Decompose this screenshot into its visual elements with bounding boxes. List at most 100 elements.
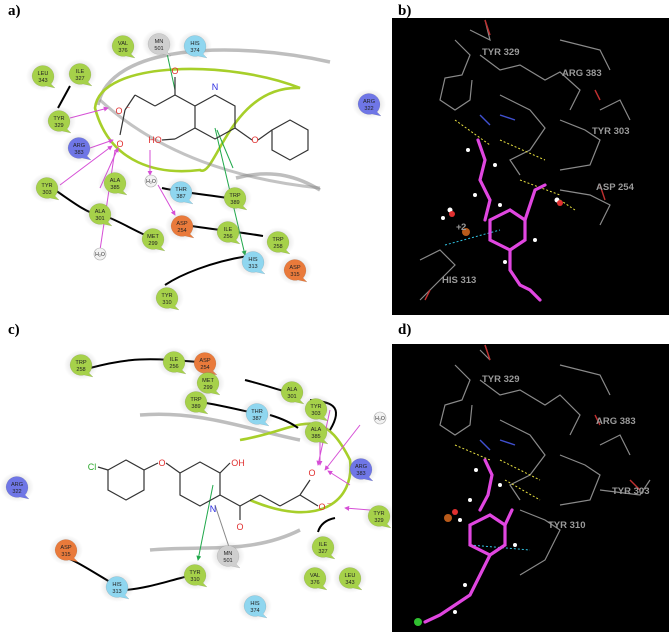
residue-shape bbox=[367, 505, 392, 529]
atom-cl: Cl bbox=[88, 462, 97, 472]
protein-sticks bbox=[419, 19, 631, 301]
panel-a-2d-diagram: O O ⁻ O N HO O H₂O H₂O VAL376MN501HIS374… bbox=[26, 29, 386, 313]
residue-shape bbox=[245, 403, 270, 427]
residue-shape bbox=[105, 576, 130, 600]
atom-n: N bbox=[212, 82, 219, 92]
residue-number: 254 bbox=[200, 365, 209, 371]
residue-shape bbox=[103, 172, 128, 196]
h-bonds-3d bbox=[454, 444, 541, 501]
label-tyr310-d: TYR 310 bbox=[548, 520, 586, 531]
residue-shape bbox=[266, 231, 291, 255]
pi-bonds-3d bbox=[444, 229, 501, 246]
atom-o: O bbox=[318, 502, 325, 512]
manganese-ion bbox=[444, 514, 452, 522]
protein-oxygens bbox=[424, 19, 606, 301]
chlorophenyl-ring bbox=[107, 459, 145, 501]
pocket-outline bbox=[96, 48, 331, 106]
residue-number: 322 bbox=[364, 106, 373, 112]
panel-b-3d-render: + 2 TYR 329 ARG 383 TYR 303 ASP 254 HIS … bbox=[392, 18, 669, 315]
label-his313-b: HIS 313 bbox=[442, 275, 476, 286]
water-a-2: H₂O bbox=[93, 247, 107, 261]
residue-number: 376 bbox=[310, 580, 319, 586]
panel-label-b: b) bbox=[398, 3, 411, 19]
residue-name: ARG bbox=[363, 99, 375, 105]
residue-name: ILE bbox=[170, 357, 179, 363]
water-c-1: H₂O bbox=[373, 411, 387, 425]
residue-name: ALA bbox=[287, 387, 298, 393]
residue-name: MET bbox=[202, 378, 214, 384]
residue-number: 258 bbox=[76, 367, 85, 373]
protein-nitrogens bbox=[479, 114, 516, 126]
residue-shape bbox=[283, 259, 308, 283]
atom-oh: OH bbox=[231, 458, 245, 468]
residue-shape bbox=[349, 458, 374, 482]
svg-text:H₂O: H₂O bbox=[146, 179, 156, 185]
residue-name: ASP bbox=[289, 265, 300, 271]
protein-sticks bbox=[439, 344, 651, 576]
residue-number: 303 bbox=[311, 411, 320, 417]
manganese-ion bbox=[462, 228, 470, 236]
residue-number: 310 bbox=[190, 577, 199, 583]
residue-number: 313 bbox=[248, 264, 257, 270]
residues-a: VAL376MN501HIS374LEU343ILE327TYR329ARG38… bbox=[26, 29, 386, 313]
residue-shape bbox=[304, 398, 329, 422]
residue-name: TYR bbox=[161, 293, 172, 299]
label-tyr303-b: TYR 303 bbox=[592, 126, 630, 137]
residue-number: 387 bbox=[176, 194, 185, 200]
residue-name: MN bbox=[155, 39, 164, 45]
residue-shape bbox=[216, 221, 241, 245]
pocket-outline bbox=[139, 412, 301, 442]
atom-o: O bbox=[171, 66, 178, 76]
residue-number: 385 bbox=[311, 434, 320, 440]
residue-shape bbox=[67, 137, 92, 161]
residue-shape bbox=[243, 595, 268, 619]
residue-shape bbox=[5, 476, 30, 500]
residue-shape bbox=[223, 187, 248, 211]
residue-number: 501 bbox=[223, 558, 232, 564]
residue-number: 299 bbox=[148, 241, 157, 247]
pocket-line bbox=[93, 67, 301, 173]
panel-label-c: c) bbox=[8, 322, 20, 338]
residue-number: 389 bbox=[191, 404, 200, 410]
residue-number: 299 bbox=[203, 385, 212, 391]
residue-shape bbox=[170, 215, 195, 239]
residue-number: 374 bbox=[190, 48, 199, 54]
render-background bbox=[392, 344, 669, 632]
residue-name: ALA bbox=[95, 209, 106, 215]
protein-oxygens bbox=[484, 344, 641, 491]
residue-shape bbox=[155, 287, 180, 311]
residue-name: THR bbox=[251, 409, 263, 415]
residue-shape bbox=[35, 177, 60, 201]
atom-n: N bbox=[210, 504, 217, 514]
residue-number: 376 bbox=[118, 48, 127, 54]
residue-name: ILE bbox=[76, 69, 85, 75]
residue-shape bbox=[183, 564, 208, 588]
residue-shape bbox=[184, 391, 209, 415]
ligand-hydrogens bbox=[453, 468, 517, 614]
residue-name: ILE bbox=[224, 227, 233, 233]
atom-o: O bbox=[116, 139, 123, 149]
residue-shape bbox=[241, 251, 266, 275]
atom-o: O bbox=[308, 468, 315, 478]
panel-c-2d-diagram: Cl O OH N O O O ⁻ H₂O TRP258ILE256ASP254… bbox=[0, 347, 396, 621]
residue-name: TYR bbox=[53, 116, 64, 122]
atom-o-ether: O bbox=[251, 135, 258, 145]
ligand-3d-b bbox=[476, 138, 547, 302]
label-arg383-b: ARG 383 bbox=[562, 68, 602, 79]
residue-number: 329 bbox=[374, 518, 383, 524]
label-tyr303-d: TYR 303 bbox=[612, 486, 650, 497]
